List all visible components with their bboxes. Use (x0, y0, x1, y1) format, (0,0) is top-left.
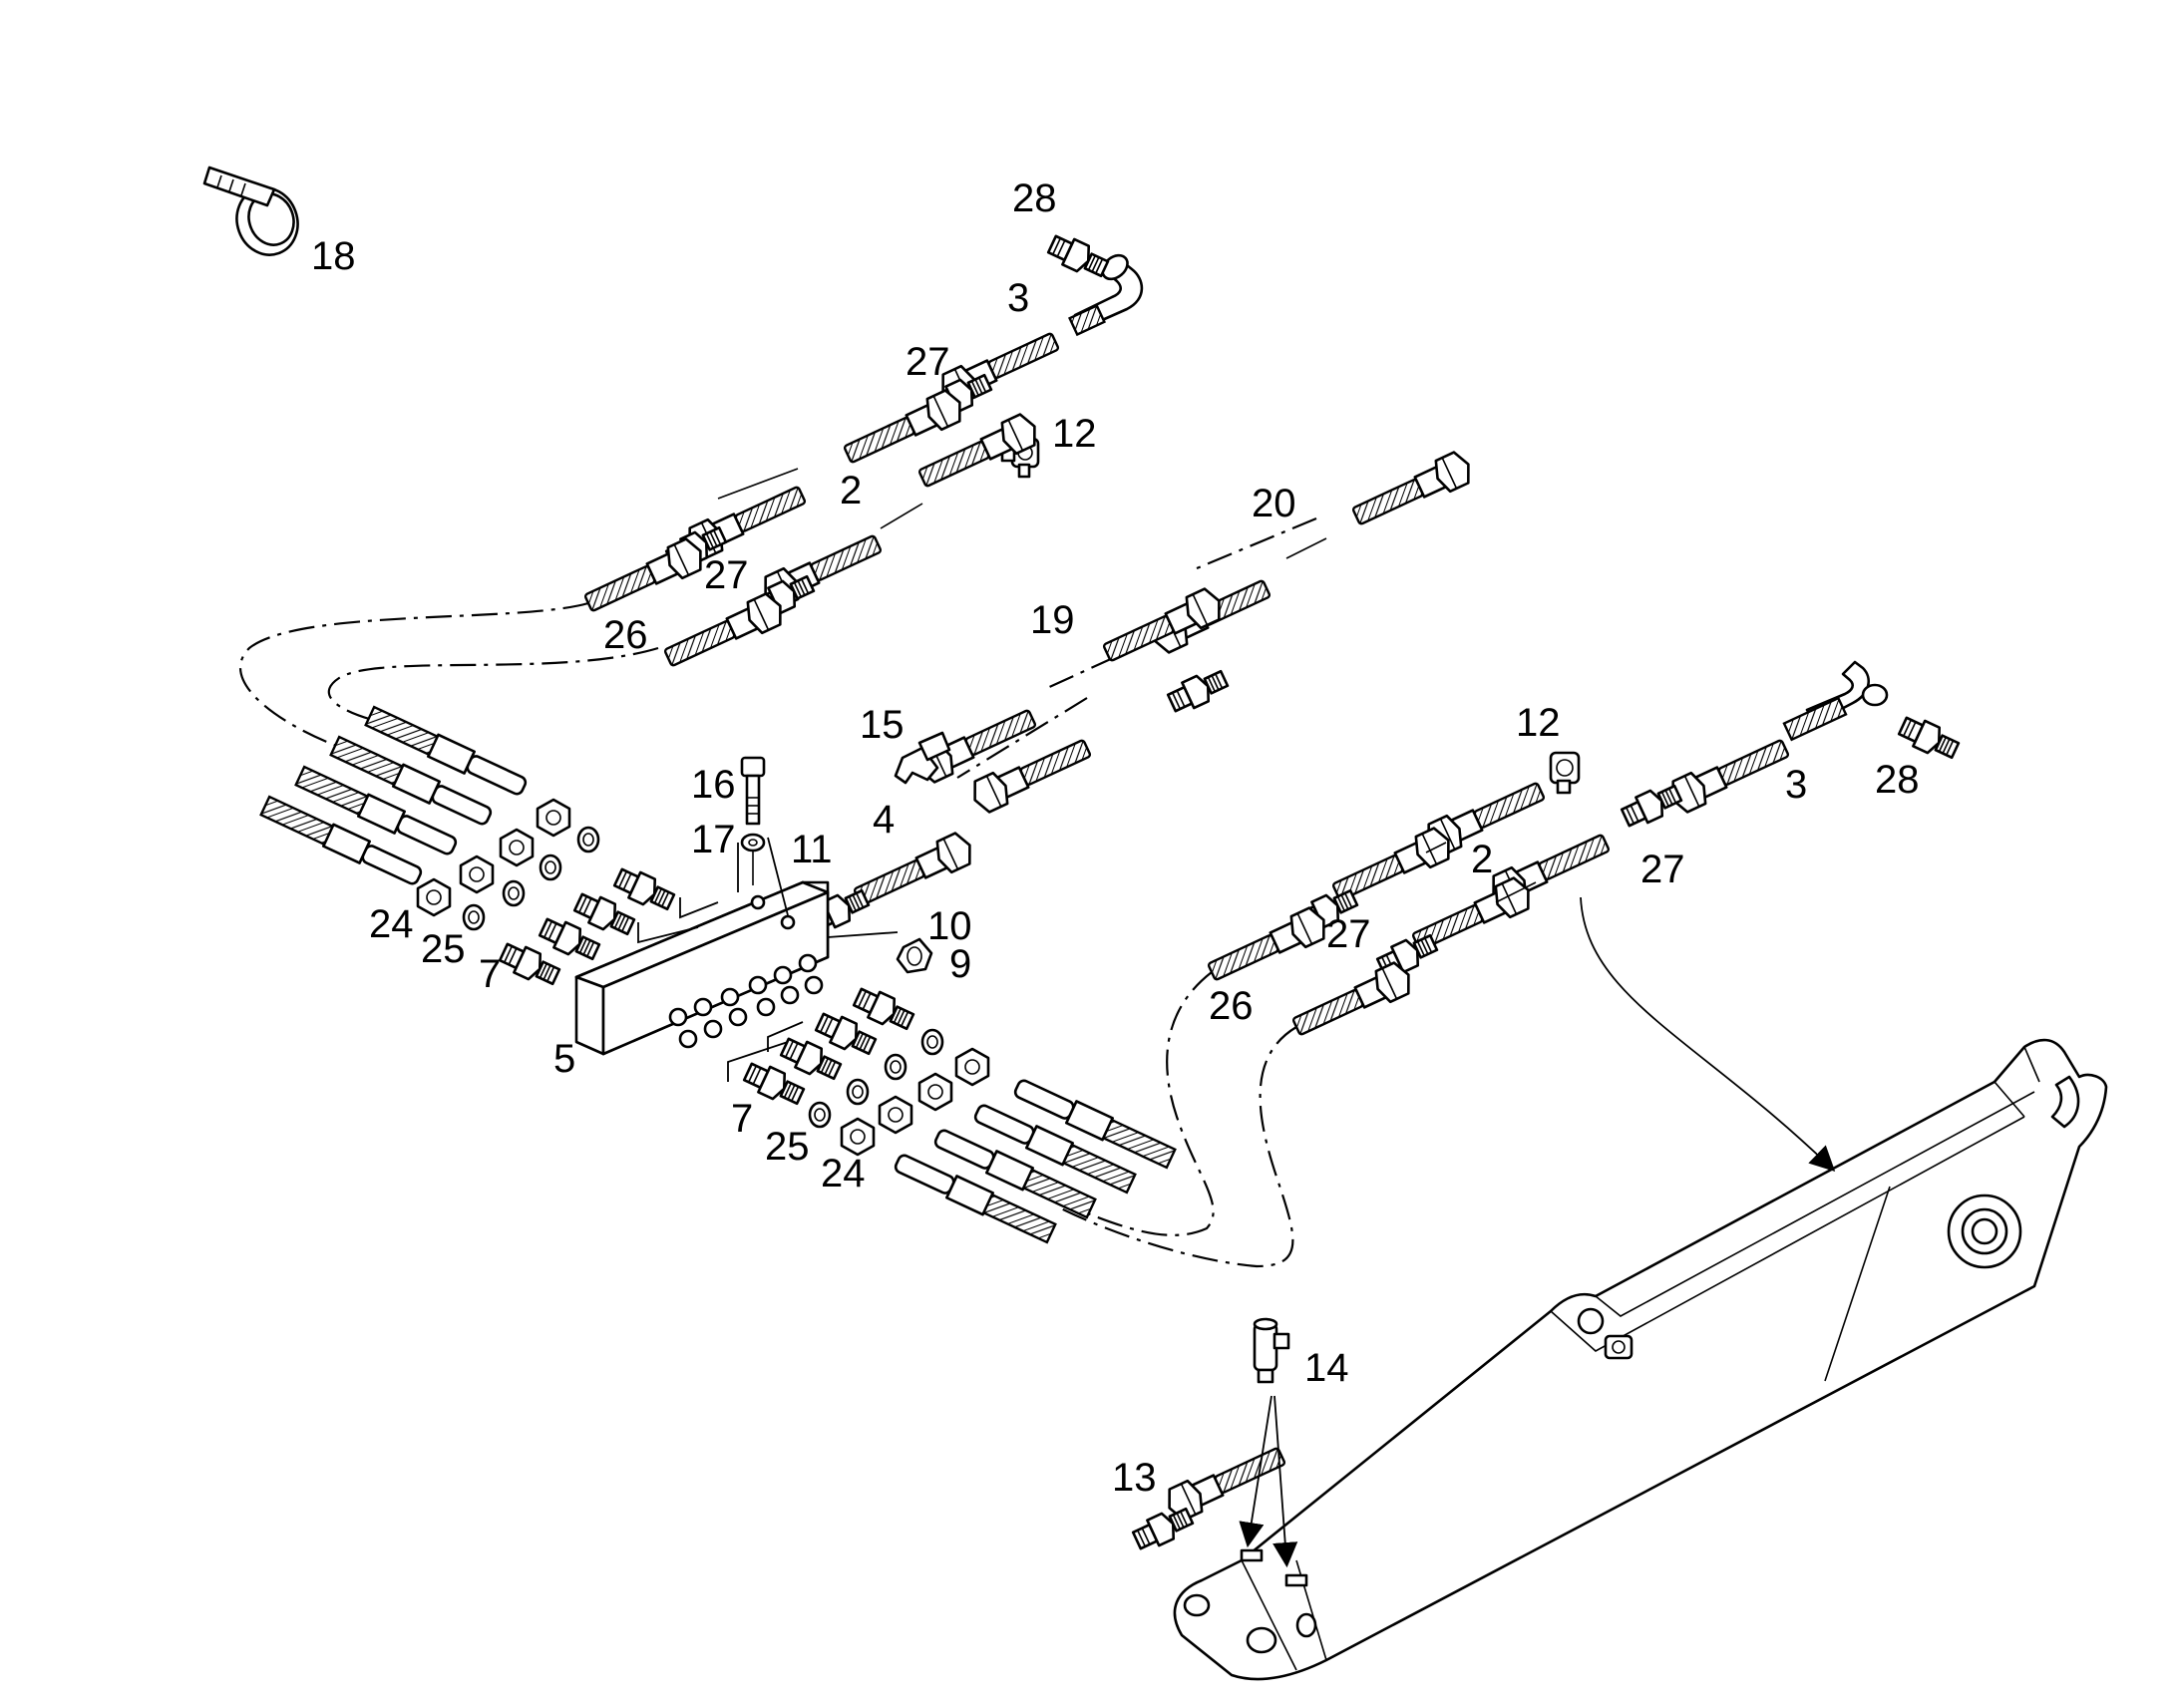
adapter-7-l1 (610, 863, 678, 916)
callout-20: 20 (1252, 482, 1296, 525)
hose-end-20a (1347, 447, 1477, 533)
ring-25-r1 (920, 1028, 944, 1056)
hose-clamp (202, 166, 299, 256)
callout-11: 11 (791, 828, 833, 871)
distribution-block (574, 880, 830, 1056)
nut-24-l2 (499, 828, 535, 867)
washer-17 (740, 833, 766, 853)
callout-26-lower: 26 (1209, 984, 1254, 1028)
nut-24-r2 (917, 1072, 953, 1112)
hose-3-lower-segment (1782, 696, 1848, 742)
hose-route-line (238, 601, 589, 780)
hose-end-3-lower (1664, 731, 1794, 818)
adapter-28-lower (1895, 712, 1963, 765)
callout-25-left: 25 (421, 927, 466, 971)
adapter-7-l2 (570, 888, 638, 941)
callout-4: 4 (873, 798, 895, 842)
hose-route-line (327, 646, 659, 730)
callout-26-upper: 26 (603, 613, 648, 657)
callout-3-lower: 3 (1785, 763, 1807, 807)
hose-end-26d (1287, 957, 1417, 1044)
callout-27-lower-b: 27 (1326, 912, 1371, 956)
ring-25-l4 (462, 903, 486, 931)
arrow-to-boom (1580, 896, 1836, 1172)
callout-2-upper: 2 (840, 469, 862, 512)
callout-13: 13 (1112, 1456, 1157, 1500)
hose-route-line (1046, 971, 1215, 1236)
elbow-15 (894, 731, 951, 785)
ring-25-l3 (502, 879, 526, 907)
callout-28-lower: 28 (1875, 758, 1920, 802)
nut-24-r4 (840, 1117, 876, 1157)
arrow-14-b (1272, 1395, 1298, 1568)
callout-16: 16 (691, 763, 736, 807)
nut-24-l4 (416, 877, 452, 917)
callout-7-right: 7 (731, 1097, 753, 1141)
ring-25-r3 (846, 1078, 870, 1106)
adapter-28-upper (1044, 230, 1112, 283)
ring-25-l2 (539, 854, 562, 881)
nut-24-l3 (459, 854, 495, 894)
ring-25-r4 (808, 1101, 832, 1129)
callout-15: 15 (860, 703, 905, 747)
callout-18: 18 (311, 234, 356, 278)
callout-25-right: 25 (765, 1125, 810, 1169)
callout-27-upper: 27 (906, 340, 950, 384)
elbow-fitting-14 (1253, 1317, 1290, 1384)
adapter-7-r1 (850, 983, 917, 1036)
nut-24-l1 (536, 798, 571, 838)
hose-route-line (956, 697, 1088, 779)
callout-19: 19 (1030, 598, 1075, 642)
hose-route-line (1196, 516, 1317, 570)
plug-10 (896, 937, 933, 974)
adapter-13 (1129, 1502, 1197, 1554)
arrow-14-a (1239, 1395, 1272, 1548)
nut-24-r3 (878, 1095, 913, 1135)
boom-arm (1173, 1038, 2108, 1681)
callout-12-upper: 12 (1052, 412, 1097, 456)
callout-27-mid: 27 (704, 553, 749, 597)
hose-end-4b (849, 828, 978, 914)
adapter-hose-4-top (1164, 664, 1232, 717)
callout-10: 10 (927, 904, 972, 948)
callout-2-lower: 2 (1471, 838, 1493, 881)
adapter-27-r-b (1618, 779, 1685, 832)
callout-17: 17 (691, 818, 736, 861)
callout-28-upper: 28 (1012, 176, 1057, 220)
ring-25-l1 (576, 826, 600, 854)
ring-25-r2 (884, 1053, 908, 1081)
tee-fitting-12-lower (1549, 751, 1581, 795)
callout-24-left: 24 (369, 902, 414, 946)
callout-12-lower: 12 (1516, 701, 1561, 745)
callout-14: 14 (1304, 1346, 1349, 1390)
callout-9: 9 (949, 942, 971, 986)
callout-3-upper: 3 (1007, 276, 1029, 320)
callout-27-lower-a: 27 (1640, 848, 1685, 891)
hose-route-line (1056, 1026, 1297, 1268)
hose-end-26c (1203, 902, 1332, 989)
callout-5: 5 (553, 1037, 575, 1081)
hose-end-26b (659, 588, 789, 675)
adapter-7-l4 (496, 938, 563, 991)
bolt-16 (740, 756, 766, 826)
nut-24-r1 (954, 1047, 990, 1087)
callout-7-left: 7 (479, 952, 501, 996)
hose-end-26a (579, 533, 709, 620)
callout-24-right: 24 (821, 1152, 866, 1196)
hose-left-1 (363, 703, 531, 801)
